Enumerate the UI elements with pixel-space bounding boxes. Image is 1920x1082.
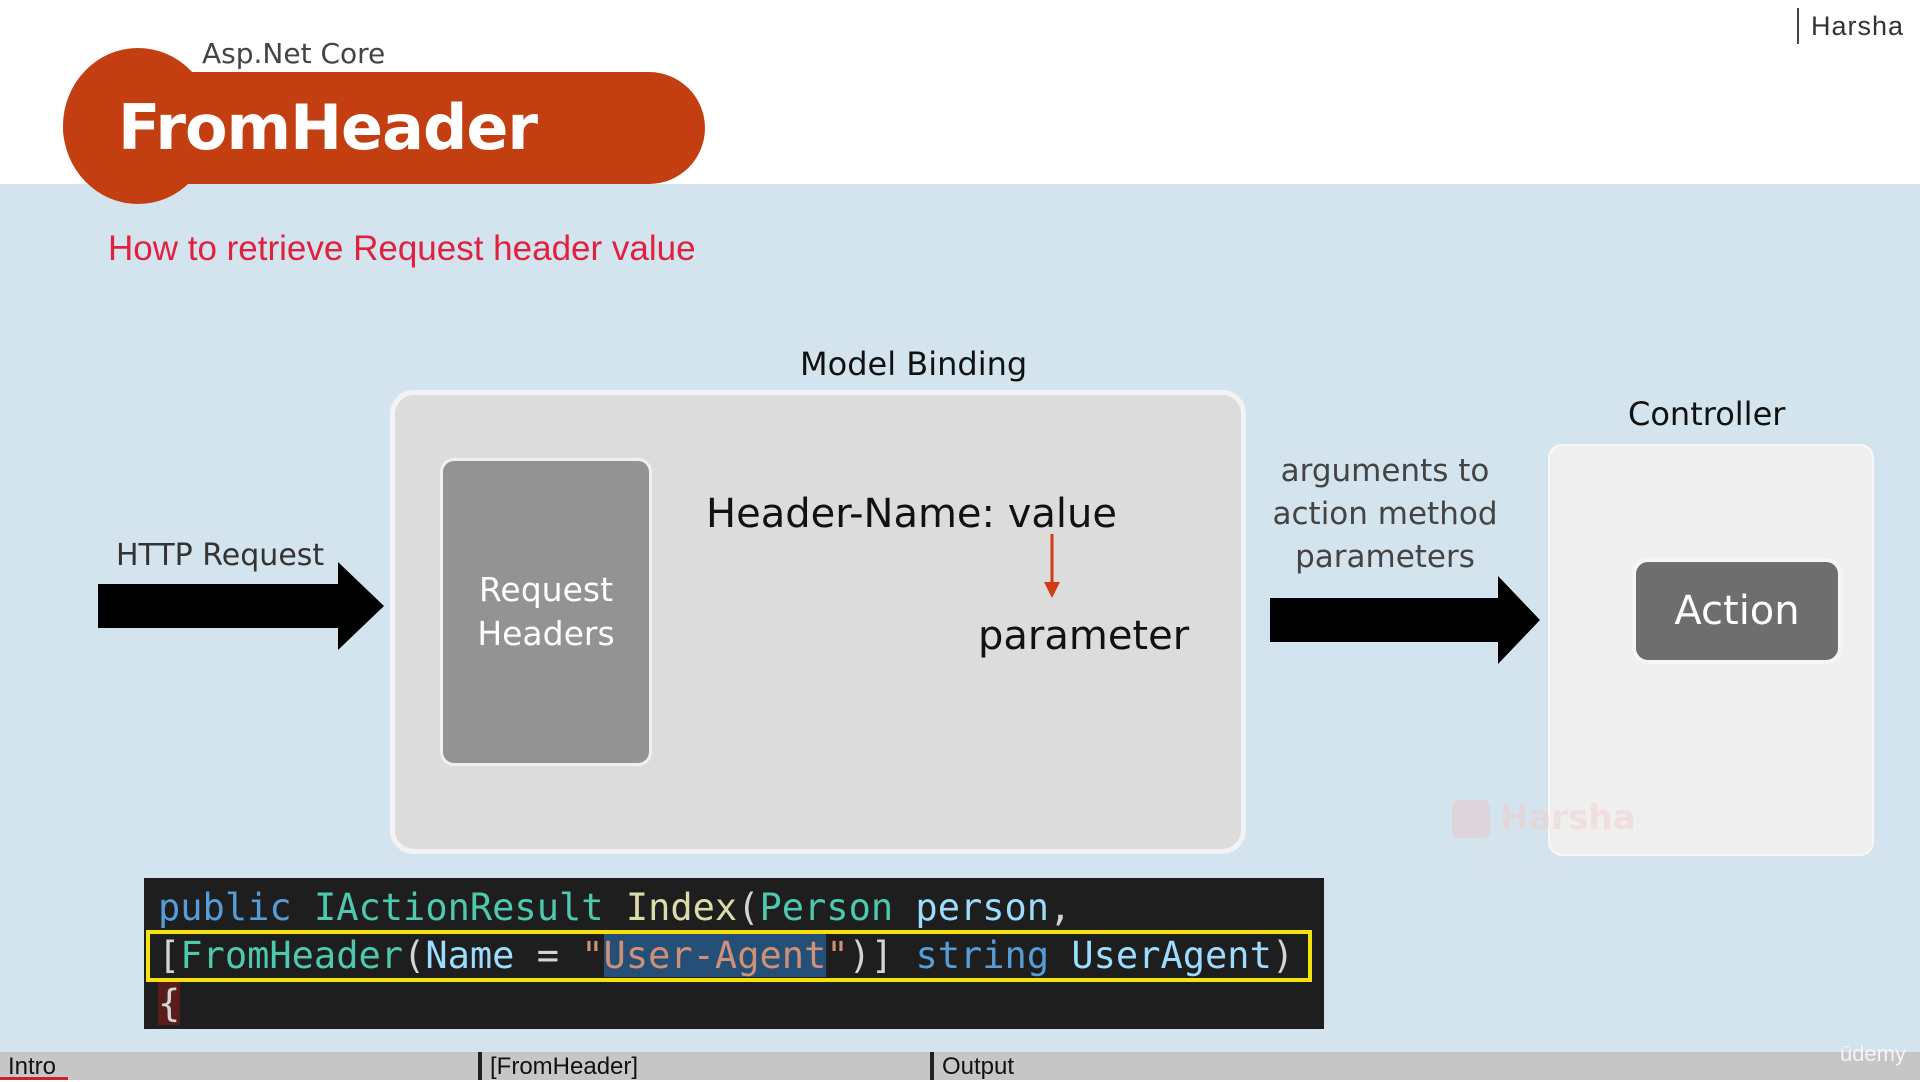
arrow-right-icon — [98, 562, 384, 650]
chapter-fromheader[interactable]: [FromHeader] — [478, 1052, 940, 1080]
author-label: Harsha — [1796, 8, 1904, 44]
code-line-1: public IActionResult Index(Person person… — [158, 884, 1071, 932]
model-binding-label: Model Binding — [800, 345, 1028, 383]
code-paren: ( — [403, 934, 426, 977]
code-type-keyword: string — [915, 934, 1050, 977]
code-close: )] — [848, 934, 894, 977]
chapter-intro[interactable]: Intro — [0, 1052, 484, 1080]
video-chapter-bar[interactable]: Intro [FromHeader] Output — [0, 1052, 1920, 1080]
code-bracket: [ — [158, 934, 181, 977]
slide-tagline: How to retrieve Request header value — [108, 229, 696, 268]
code-param-name: person — [915, 886, 1050, 929]
code-attribute-name: FromHeader — [180, 934, 404, 977]
code-return-type: IActionResult — [313, 886, 604, 929]
arrow-down-icon — [1044, 534, 1060, 598]
action-label: Action — [1674, 588, 1800, 634]
watermark-name: Harsha — [1500, 798, 1636, 838]
watermark: Harsha Web University — [1452, 798, 1636, 879]
code-open-brace: { — [158, 982, 181, 1025]
code-highlight-box — [146, 930, 1312, 982]
slide-title: FromHeader — [118, 91, 538, 164]
action-box: Action — [1632, 558, 1842, 664]
code-param-name: UserAgent — [1071, 934, 1272, 977]
code-quote: " — [581, 934, 604, 977]
udemy-brand-logo: ūdemy — [1839, 1041, 1906, 1066]
code-line-2: [FromHeader(Name = "User-Agent")] string… — [158, 932, 1294, 980]
arrow-right-icon — [1270, 576, 1540, 664]
title-pill — [63, 72, 705, 184]
code-line-3: { — [158, 980, 181, 1028]
header-name-value-text: Header-Name: value — [706, 491, 1117, 537]
request-headers-box: Request Headers — [440, 458, 652, 766]
request-headers-label: Request Headers — [477, 570, 615, 653]
course-subject: Asp.Net Core — [202, 37, 386, 70]
arguments-label: arguments to action method parameters — [1272, 453, 1498, 575]
code-param-type: Person — [759, 886, 894, 929]
watermark-logo-icon — [1452, 800, 1490, 838]
code-string-selection[interactable]: User-Agent — [603, 934, 827, 977]
parameter-label: parameter — [978, 613, 1190, 659]
code-named-arg: Name — [425, 934, 515, 977]
code-paren: ) — [1271, 934, 1295, 977]
code-keyword: public — [158, 886, 292, 929]
chapter-output[interactable]: Output — [930, 1052, 1642, 1080]
code-panel: public IActionResult Index(Person person… — [144, 878, 1324, 1029]
code-method-name: Index — [625, 886, 738, 929]
http-request-label: HTTP Request — [116, 538, 325, 573]
code-comma: , — [1049, 886, 1072, 929]
code-quote: " — [826, 934, 849, 977]
watermark-sub: Web University — [1472, 837, 1568, 879]
controller-label: Controller — [1628, 395, 1786, 433]
code-equals: = — [514, 934, 582, 977]
code-paren: ( — [737, 886, 760, 929]
